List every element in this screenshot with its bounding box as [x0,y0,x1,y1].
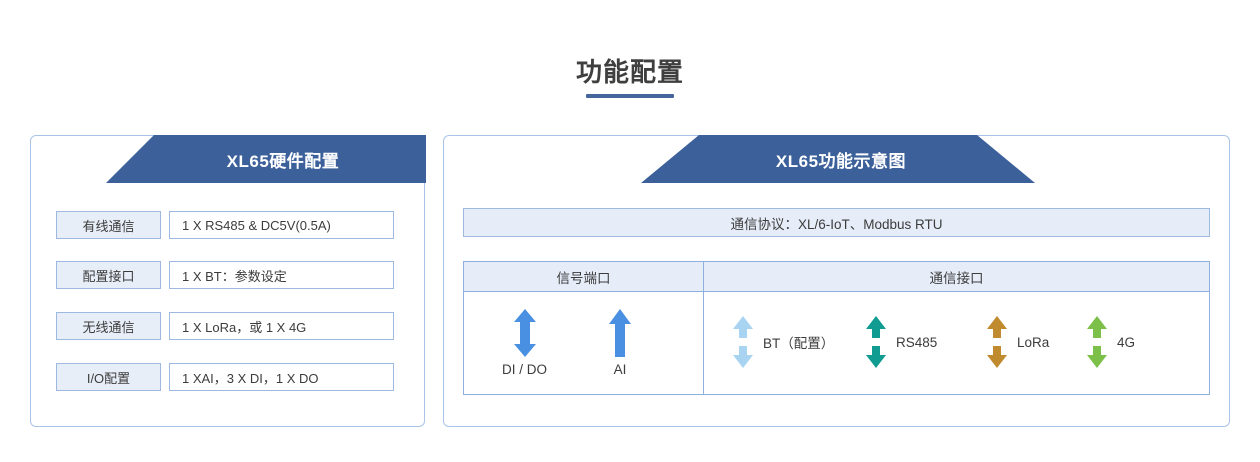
comm-port-4g: 4G [1086,316,1135,368]
config-value-io: 1 XAI，3 X DI，1 X DO [169,363,394,391]
comm-port-lora-label: LoRa [1017,334,1050,350]
hardware-config-banner-title: XL65硬件配置 [226,151,340,171]
comm-port-rs485-label: RS485 [896,334,938,350]
table-header-signal-ports: 信号端口 [464,262,704,292]
double-arrow-up-down-icon [865,316,887,368]
config-label-interface: 配置接口 [56,261,161,289]
double-arrow-up-down-icon [512,308,538,358]
double-arrow-up-down-icon [986,316,1008,368]
signal-port-ai: AI [607,308,633,377]
arrow-up-icon [607,308,633,358]
config-value-wired: 1 X RS485 & DC5V(0.5A) [169,211,394,239]
double-arrow-up-down-icon [732,316,754,368]
config-value-wireless: 1 X LoRa，或 1 X 4G [169,312,394,340]
signal-port-di-do: DI / DO [502,308,547,377]
hardware-config-banner: XL65硬件配置 [106,135,426,183]
config-label-wireless: 无线通信 [56,312,161,340]
table-cell-comm-ports: BT（配置） RS485 LoRa [704,292,1209,395]
comm-port-rs485: RS485 [865,316,937,368]
function-diagram-panel: XL65功能示意图 通信协议：XL/6-IoT、Modbus RTU 信号端口 … [443,135,1230,427]
table-cell-signal-ports: DI / DO AI [464,292,704,395]
comm-port-4g-label: 4G [1117,334,1136,350]
hardware-config-panel: XL65硬件配置 有线通信 1 X RS485 & DC5V(0.5A) 配置接… [30,135,426,427]
function-diagram-banner-title: XL65功能示意图 [775,151,907,171]
signal-port-di-do-label: DI / DO [502,362,548,377]
table-header-comm-ports: 通信接口 [704,262,1209,292]
double-arrow-up-down-icon [1086,316,1108,368]
protocol-bar: 通信协议：XL/6-IoT、Modbus RTU [463,208,1210,237]
comm-port-bt-label: BT（配置） [763,336,835,351]
signal-port-ai-label: AI [613,362,627,377]
diagram-table: 信号端口 通信接口 DI / DO AI [463,261,1210,395]
function-diagram-banner: XL65功能示意图 [641,135,1035,183]
config-label-wired: 有线通信 [56,211,161,239]
comm-port-bt: BT（配置） [732,316,834,368]
page-title: 功能配置 [575,57,684,87]
title-underline [586,94,674,98]
config-value-interface: 1 X BT：参数设定 [169,261,394,289]
comm-port-lora: LoRa [986,316,1049,368]
config-label-io: I/O配置 [56,363,161,391]
